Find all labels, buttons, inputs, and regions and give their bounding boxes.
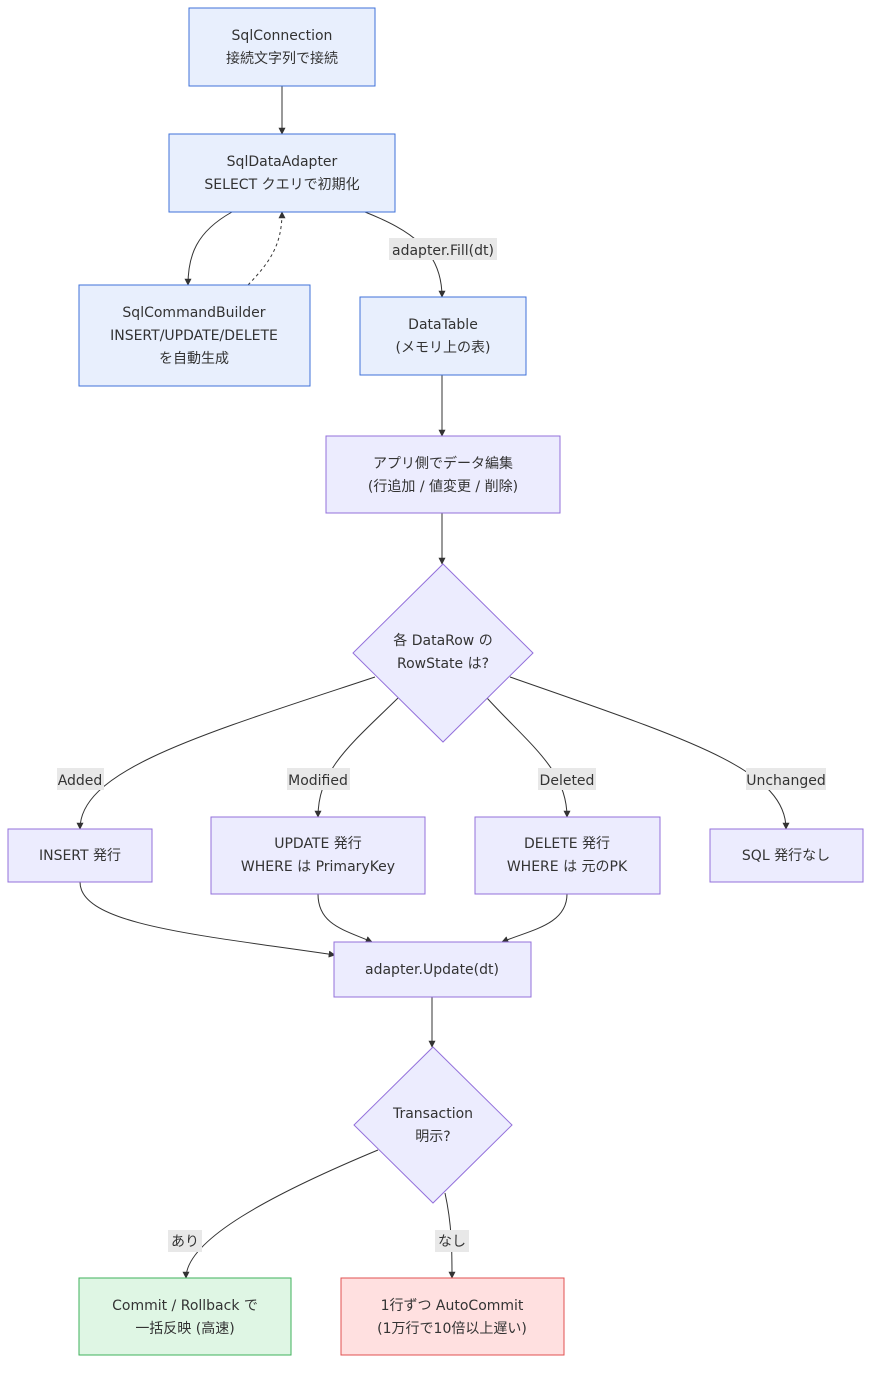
svg-text:DELETE 発行: DELETE 発行 <box>524 836 610 852</box>
edge-label-modified: Modified <box>287 768 350 790</box>
node-rowstate-decision: 各 DataRow の RowState は? <box>352 563 534 743</box>
svg-text:SqlCommandBuilder: SqlCommandBuilder <box>122 305 265 321</box>
edge-insert-to-update <box>79 881 336 958</box>
edge-label-yes: あり <box>168 1230 202 1252</box>
svg-text:各 DataRow の: 各 DataRow の <box>393 633 492 649</box>
edge-transaction-yes <box>182 1149 379 1279</box>
edge-rowstate-unchanged <box>509 676 790 830</box>
node-autocommit: 1行ずつ AutoCommit (1万行で10倍以上遅い) <box>340 1277 565 1356</box>
svg-text:Commit / Rollback で: Commit / Rollback で <box>112 1298 258 1314</box>
svg-text:(メモリ上の表): (メモリ上の表) <box>396 340 491 356</box>
node-sqldataadapter: SqlDataAdapter SELECT クエリで初期化 <box>168 133 396 213</box>
edge-label-no: なし <box>435 1230 469 1252</box>
svg-text:Transaction: Transaction <box>392 1106 473 1122</box>
svg-text:SQL 発行なし: SQL 発行なし <box>742 848 830 864</box>
svg-text:明示?: 明示? <box>415 1129 450 1145</box>
svg-text:UPDATE 発行: UPDATE 発行 <box>274 836 362 852</box>
node-commit: Commit / Rollback で 一括反映 (高速) <box>78 1277 292 1356</box>
node-sqlconnection: SqlConnection 接続文字列で接続 <box>188 7 376 87</box>
svg-text:(行追加 / 値変更 / 削除): (行追加 / 値変更 / 削除) <box>368 478 518 495</box>
svg-text:を自動生成: を自動生成 <box>159 351 229 367</box>
edge-deletecmd-to-update <box>501 893 568 943</box>
svg-text:INSERT/UPDATE/DELETE: INSERT/UPDATE/DELETE <box>110 328 278 344</box>
node-adapter-update: adapter.Update(dt) <box>333 941 532 998</box>
svg-text:SqlConnection: SqlConnection <box>232 28 333 44</box>
edge-builder-to-adapter <box>247 211 286 286</box>
edge-label-fill: adapter.Fill(dt) <box>389 238 497 260</box>
svg-text:(1万行で10倍以上遅い): (1万行で10倍以上遅い) <box>377 1321 527 1337</box>
svg-text:アプリ側でデータ編集: アプリ側でデータ編集 <box>373 455 513 472</box>
svg-text:RowState は?: RowState は? <box>397 656 489 672</box>
svg-text:WHERE は PrimaryKey: WHERE は PrimaryKey <box>241 859 395 875</box>
svg-text:Deleted: Deleted <box>540 773 595 789</box>
svg-text:SqlDataAdapter: SqlDataAdapter <box>227 154 338 170</box>
edge-rowstate-modified <box>314 697 399 818</box>
svg-text:adapter.Update(dt): adapter.Update(dt) <box>365 962 499 978</box>
node-datatable: DataTable (メモリ上の表) <box>359 296 527 376</box>
edge-label-unchanged: Unchanged <box>746 768 826 790</box>
node-update-cmd: UPDATE 発行 WHERE は PrimaryKey <box>210 816 426 895</box>
svg-text:SELECT クエリで初期化: SELECT クエリで初期化 <box>204 176 359 193</box>
svg-text:DataTable: DataTable <box>408 317 478 333</box>
edge-adapter-to-builder <box>184 211 233 286</box>
node-transaction-decision: Transaction 明示? <box>353 1046 513 1204</box>
svg-text:WHERE は 元のPK: WHERE は 元のPK <box>507 859 628 875</box>
edge-rowstate-added <box>76 676 376 830</box>
svg-text:adapter.Fill(dt): adapter.Fill(dt) <box>392 243 494 259</box>
node-delete-cmd: DELETE 発行 WHERE は 元のPK <box>474 816 661 895</box>
node-app-edit: アプリ側でデータ編集 (行追加 / 値変更 / 削除) <box>325 435 561 514</box>
svg-text:Added: Added <box>58 773 103 789</box>
svg-text:なし: なし <box>438 1234 466 1250</box>
svg-text:Modified: Modified <box>288 773 348 789</box>
edge-label-deleted: Deleted <box>538 768 596 790</box>
svg-text:接続文字列で接続: 接続文字列で接続 <box>226 50 338 67</box>
node-insert: INSERT 発行 <box>7 828 153 883</box>
svg-text:一括反映 (高速): 一括反映 (高速) <box>135 1320 234 1337</box>
node-no-sql: SQL 発行なし <box>709 828 864 883</box>
svg-text:1行ずつ AutoCommit: 1行ずつ AutoCommit <box>381 1298 524 1314</box>
svg-text:あり: あり <box>171 1234 199 1250</box>
edge-label-added: Added <box>57 768 104 790</box>
edge-rowstate-deleted <box>486 697 571 818</box>
edge-updatecmd-to-update <box>317 893 373 943</box>
node-sqlcommandbuilder: SqlCommandBuilder INSERT/UPDATE/DELETE を… <box>78 284 311 387</box>
svg-text:INSERT 発行: INSERT 発行 <box>39 848 121 864</box>
svg-text:Unchanged: Unchanged <box>746 773 826 789</box>
